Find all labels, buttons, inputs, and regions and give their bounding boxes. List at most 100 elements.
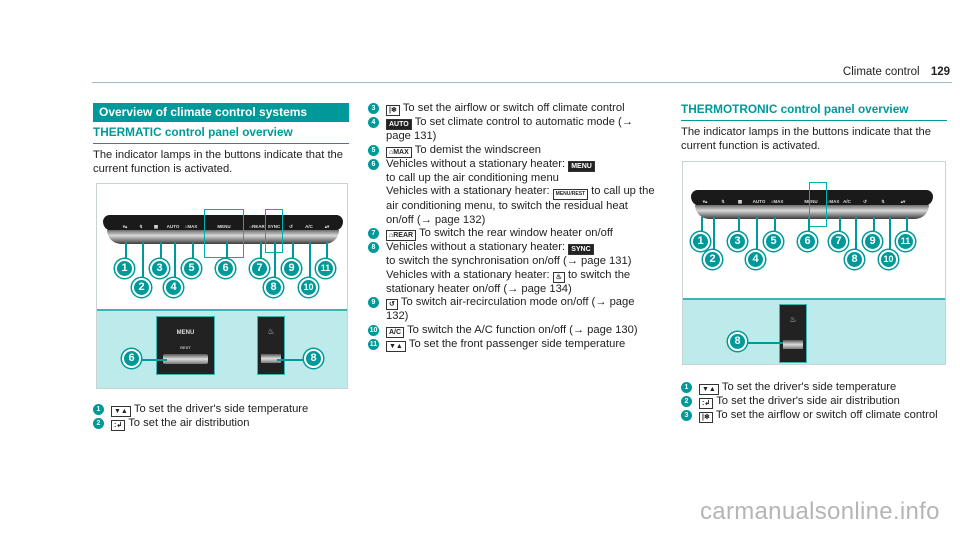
legend-text: To set the airflow or switch off climate… — [402, 102, 625, 114]
callout-10: 10 — [879, 250, 898, 269]
legend-text: to switch the synchronisation on/off (→ … — [386, 255, 632, 267]
legend-subitem: Vehicles with a stationary heater: ♨to s… — [368, 269, 658, 297]
highlight-menu — [204, 209, 244, 258]
inset-menu-label: MENU — [176, 330, 195, 336]
legend-item: 3 |❄To set the airflow or switch off clim… — [368, 102, 658, 116]
panel-key-label: ↺ — [289, 224, 293, 229]
callout-1: 1 — [115, 259, 134, 278]
menu-icon: MENU — [568, 160, 595, 172]
callout-2: 2 — [703, 250, 722, 269]
leader-line — [142, 242, 144, 280]
thermotronic-intro: The indicator lamps in the buttons indic… — [681, 126, 932, 152]
callout-8: 8 — [728, 332, 747, 351]
callout-11: 11 — [896, 232, 915, 251]
legend-text: To switch the rear window heater on/off — [419, 227, 613, 239]
panel-key-label: ▦ — [737, 199, 743, 204]
legend-number: 4 — [368, 117, 379, 128]
section-title: Overview of climate control systems — [93, 103, 349, 122]
callout-8: 8 — [264, 278, 283, 297]
legend-text: to call up the air conditioning menu — [386, 171, 559, 184]
callout-5: 5 — [764, 232, 783, 251]
temperature-icon: ▼▲ — [386, 340, 406, 352]
legend-text: Vehicles with a stationary heater: — [386, 185, 550, 197]
chapter-title: Climate control — [842, 66, 920, 78]
legend-text: To set the front passenger side temperat… — [408, 337, 626, 350]
panel-key-label: ▴▾ — [324, 224, 330, 229]
callout-4: 4 — [746, 250, 765, 269]
thermotronic-legend: 1▼▲To set the driver's side temperature … — [681, 381, 951, 423]
legend-number: 2 — [681, 396, 692, 407]
callout-6: 6 — [216, 259, 235, 278]
middle-legend: 3 |❄To set the airflow or switch off clim… — [368, 102, 658, 352]
leader-line — [309, 242, 311, 280]
leader-line — [701, 217, 703, 234]
legend-text: Vehicles without a stationary heater: — [386, 157, 566, 170]
legend-number: 5 — [368, 144, 379, 156]
panel-key-label: AUTO — [752, 199, 766, 204]
leader-line — [174, 242, 176, 280]
leader-line — [906, 217, 908, 234]
panel-key-label: ▾▴ — [702, 199, 708, 204]
legend-item: 11▼▲To set the front passenger side temp… — [368, 338, 658, 352]
header-rule — [92, 82, 952, 83]
inset-menu-button: MENU REST — [156, 316, 215, 375]
callout-10: 10 — [299, 278, 318, 297]
panel-key-label: ▾▴ — [122, 224, 128, 229]
leader-line — [855, 217, 857, 252]
panel-key-label: MENU — [804, 199, 818, 204]
legend-text: To demist the windscreen — [414, 143, 542, 156]
control-panel-top — [103, 215, 343, 231]
leader-line — [226, 242, 228, 261]
windscreen-max-icon: ⌂MAX — [386, 146, 412, 158]
panel-key-label: ⌂MAX — [826, 199, 840, 204]
legend-number: 7 — [368, 228, 379, 239]
panel-key-label: MENU — [217, 224, 231, 229]
thermatic-inset: MENU REST ♨ 6 8 — [97, 309, 347, 388]
legend-text: to switch the stationary heater on/off (… — [386, 268, 631, 295]
leader-line — [743, 342, 783, 344]
panel-key-label: ▦ — [153, 224, 159, 229]
airflow-icon: |❄ — [386, 105, 400, 116]
panel-key-label: ▴▾ — [900, 199, 906, 204]
thermotronic-inset: ♨ 8 — [683, 298, 945, 364]
callout-1: 1 — [691, 232, 710, 251]
legend-number: 1 — [93, 404, 104, 415]
callout-9: 9 — [282, 259, 301, 278]
callout-11: 11 — [316, 259, 335, 278]
leader-line — [125, 242, 127, 261]
legend-number: 10 — [368, 324, 379, 336]
page-header: Climate control 129 — [790, 66, 950, 80]
legend-text: To set the airflow or switch off climate… — [715, 409, 938, 421]
callout-6: 6 — [798, 232, 817, 251]
legend-number: 3 — [368, 103, 379, 114]
legend-text: To set the air distribution — [128, 417, 250, 429]
leader-line — [274, 242, 276, 280]
legend-number: 9 — [368, 297, 379, 308]
sync-icon: SYNC — [568, 244, 594, 255]
legend-text: To switch air-recirculation mode on/off … — [386, 296, 635, 322]
legend-text: To set climate control to automatic mode… — [386, 116, 633, 142]
callout-3: 3 — [728, 232, 747, 251]
legend-item: 2:↲To set the driver's side air distribu… — [681, 395, 951, 409]
panel-key-label: ⌂REAR — [249, 224, 265, 229]
panel-key-label: SYNC — [267, 224, 281, 229]
panel-key-label: AUTO — [166, 224, 180, 229]
leader-line — [889, 217, 891, 252]
legend-number: 6 — [368, 158, 379, 170]
panel-key-label: ↯ — [721, 199, 725, 204]
callout-7: 7 — [250, 259, 269, 278]
legend-text: Vehicles without a stationary heater: — [386, 241, 566, 253]
air-distribution-icon: :↲ — [111, 420, 126, 431]
leader-line — [738, 217, 740, 234]
callout-5: 5 — [182, 259, 201, 278]
legend-text: To switch the A/C function on/off (→ pag… — [407, 323, 638, 336]
leader-line — [713, 217, 715, 252]
legend-text: To set the driver's side temperature — [721, 381, 897, 393]
panel-key-label: ⌂MAX — [184, 224, 198, 229]
